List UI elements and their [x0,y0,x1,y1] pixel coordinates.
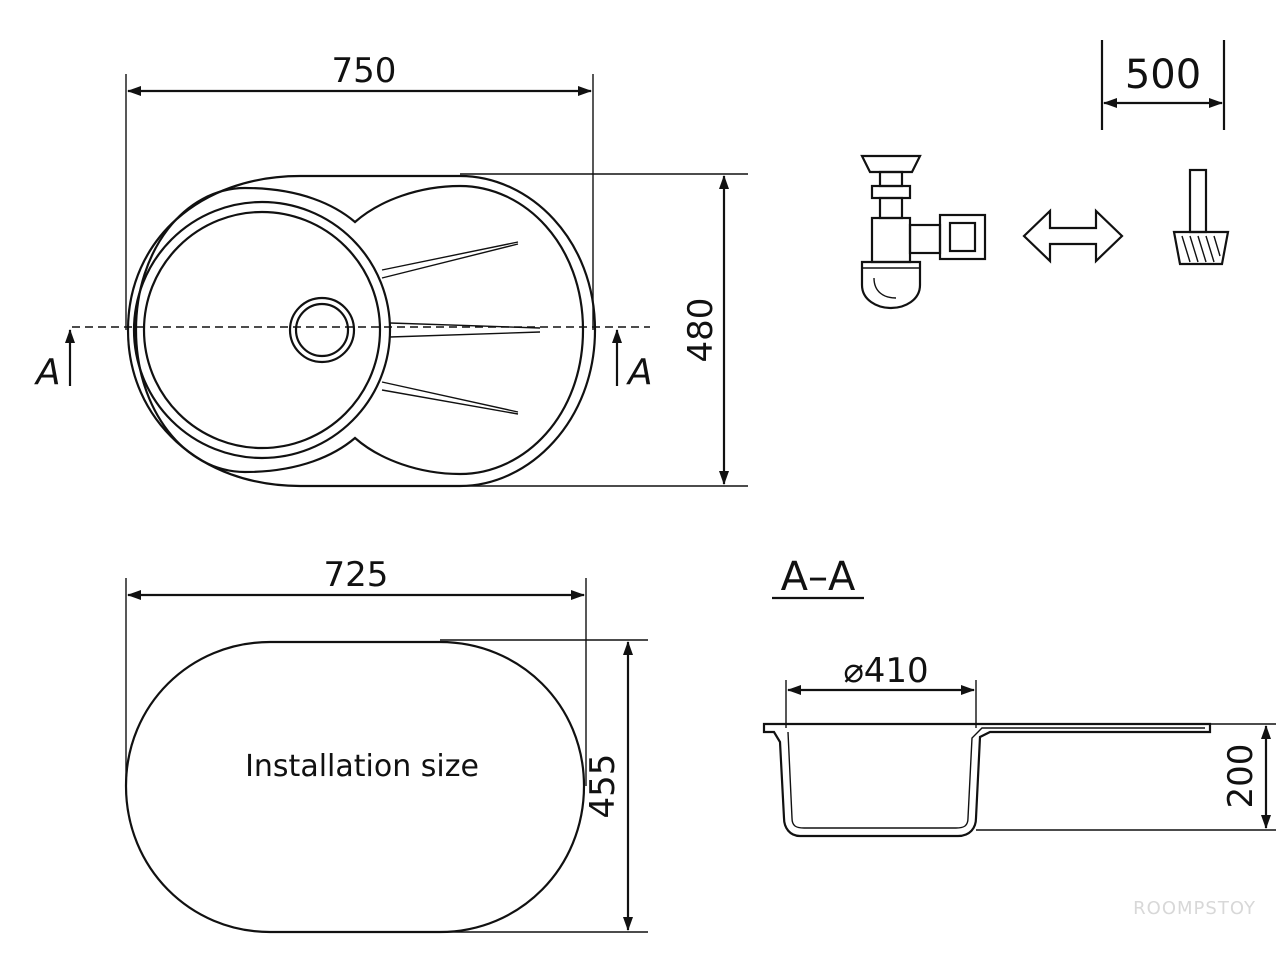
sink-outline-inner [134,184,585,476]
dim-label-480: 480 [681,298,721,363]
bowl-edge [132,200,392,460]
cutout-outline [124,640,586,934]
section-profile-outer [762,722,1212,838]
installation-size-label: Installation size [245,749,479,784]
pipe-outlet-icon [1172,168,1230,266]
siphon-icon [860,154,987,310]
dim-label-750: 750 [332,51,397,91]
dim-label-200: 200 [1221,744,1261,809]
drain-outer [288,296,356,364]
siphon-group: 500 [860,40,1230,310]
cutout-view: Installation size 725 455 [124,555,648,934]
double-arrow-icon [1022,208,1124,264]
section-title: A–A [781,554,856,600]
dim-label-725: 725 [324,555,389,595]
section-profile-inner [787,727,1205,829]
dim-label-410: ⌀410 [843,651,928,691]
section-mark-right: A [626,352,653,393]
bowl-rim [142,210,382,450]
groove-bottom [381,381,519,415]
dim-label-455: 455 [583,754,623,819]
section-view: A–A ⌀410 200 [762,554,1276,838]
top-view: A A 750 480 [34,51,748,488]
sink-outline-outer [126,174,597,488]
groove-top [381,241,519,279]
groove-middle [389,322,541,338]
dim-label-500: 500 [1125,52,1201,98]
section-mark-left: A [34,352,61,393]
drain-inner [294,302,350,358]
watermark: ROOMPSTOY [1133,898,1256,919]
